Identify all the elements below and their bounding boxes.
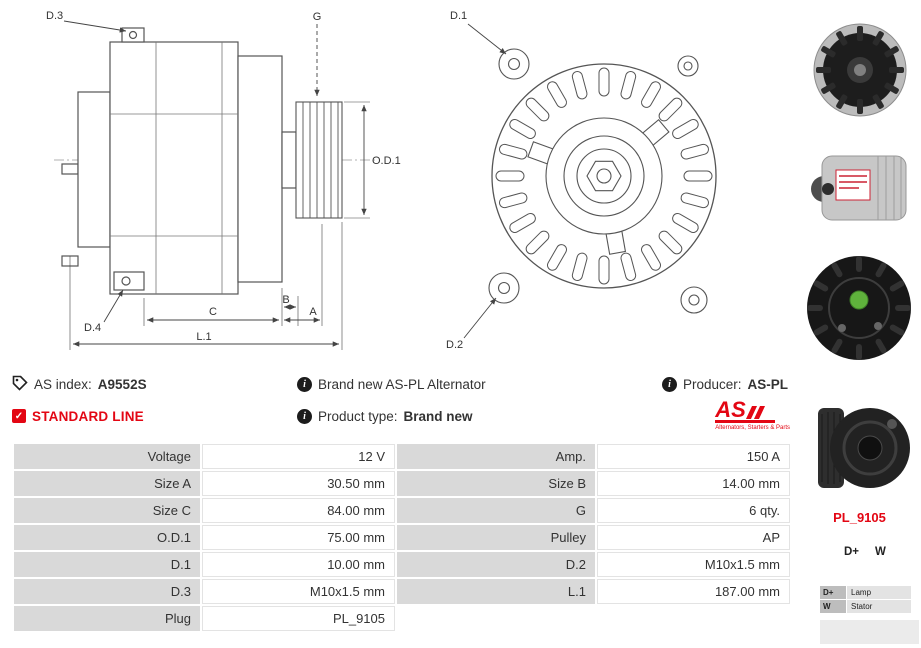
- spec-value: 150 A: [597, 444, 790, 469]
- spec-row: Voltage 12 V Amp. 150 A: [14, 444, 790, 469]
- terminal-legend: D+ Lamp W Stator: [820, 586, 911, 613]
- product-photo-front: [810, 8, 910, 139]
- product-photo-rear: [802, 244, 916, 379]
- info-icon: i: [297, 408, 312, 424]
- spec-label: D.1: [14, 552, 200, 577]
- as-pl-logo-cell: AS Alternators, Starters & Parts: [662, 399, 790, 431]
- spec-label: G: [397, 498, 595, 523]
- spec-value: AP: [597, 525, 790, 550]
- spec-row: O.D.1 75.00 mm Pulley AP: [14, 525, 790, 550]
- product-photo-angled: [808, 390, 912, 511]
- info-icon: i: [662, 376, 677, 392]
- spec-value: 10.00 mm: [202, 552, 395, 577]
- terminal-labels: D+ W: [844, 546, 886, 558]
- side-view-svg: D.3 G O.D.1 D.4 C B A L.1: [46, 10, 401, 350]
- spec-row: D.1 10.00 mm D.2 M10x1.5 mm: [14, 552, 790, 577]
- spec-label: Plug: [14, 606, 200, 631]
- spec-value: 75.00 mm: [202, 525, 395, 550]
- spec-value: 84.00 mm: [202, 498, 395, 523]
- info-icon: i: [297, 376, 312, 392]
- spec-row: Plug PL_9105: [14, 606, 790, 631]
- info-section: AS index: A9552S i Brand new AS-PL Alter…: [12, 374, 790, 431]
- side-view-drawing: D.3 G O.D.1 D.4 C B A L.1: [26, 4, 421, 367]
- spec-value: PL_9105: [202, 606, 395, 631]
- standard-line-label: STANDARD LINE: [32, 408, 144, 424]
- brand-new-text: Brand new AS-PL Alternator: [318, 376, 486, 392]
- legend-term: W: [820, 600, 846, 613]
- spec-label: O.D.1: [14, 525, 200, 550]
- spec-label: Size B: [397, 471, 595, 496]
- dim-label-c: C: [209, 306, 217, 318]
- as-index: AS index: A9552S: [12, 374, 297, 394]
- spec-label: D.3: [14, 579, 200, 604]
- spec-label: Amp.: [397, 444, 595, 469]
- alternator-face: [488, 48, 717, 314]
- legend-desc: Lamp: [847, 586, 911, 599]
- producer-value: AS-PL: [747, 376, 789, 392]
- producer: i Producer: AS-PL: [662, 374, 790, 394]
- as-index-label: AS index:: [34, 376, 92, 392]
- as-index-value: A9552S: [97, 376, 147, 392]
- logo-underline: [715, 420, 776, 423]
- spec-label: Pulley: [397, 525, 595, 550]
- legend-desc: Stator: [847, 600, 911, 613]
- spec-value: 12 V: [202, 444, 395, 469]
- product-type-value: Brand new: [403, 408, 473, 424]
- spec-value: 187.00 mm: [597, 579, 790, 604]
- dimension-lines: [63, 20, 370, 350]
- spec-label: Size A: [14, 471, 200, 496]
- spec-label: D.2: [397, 552, 595, 577]
- product-type-label: Product type:: [318, 408, 398, 424]
- dim-label-g: G: [313, 11, 322, 23]
- spec-label-empty: [397, 606, 595, 631]
- dim-label-l1: L.1: [196, 331, 211, 343]
- dim-label-d4: D.4: [84, 322, 101, 334]
- legend-term: D+: [820, 586, 846, 599]
- dim-label-b: B: [282, 294, 289, 306]
- spec-row: Size C 84.00 mm G 6 qty.: [14, 498, 790, 523]
- brand-new-note: i Brand new AS-PL Alternator: [297, 374, 662, 394]
- product-type: i Product type: Brand new: [297, 406, 662, 426]
- spec-value: 30.50 mm: [202, 471, 395, 496]
- front-view-svg: D.1 D.2: [446, 10, 717, 351]
- dim-label-a: A: [309, 306, 317, 318]
- spec-value: 14.00 mm: [597, 471, 790, 496]
- tag-icon: [12, 375, 28, 394]
- hub-and-spokes: [527, 117, 670, 255]
- spec-value: M10x1.5 mm: [202, 579, 395, 604]
- spec-row: D.3 M10x1.5 mm L.1 187.00 mm: [14, 579, 790, 604]
- product-photo-side: [808, 142, 912, 241]
- legend-continuation: [820, 620, 919, 644]
- dimension-leaders: [463, 23, 507, 339]
- logo-subtext: Alternators, Starters & Parts: [715, 424, 790, 431]
- terminal-w: W: [875, 546, 886, 558]
- producer-label: Producer:: [683, 376, 742, 392]
- spec-value: 6 qty.: [597, 498, 790, 523]
- plug-code: PL_9105: [833, 510, 886, 525]
- dim-label-d2: D.2: [446, 339, 463, 351]
- as-pl-logo: AS Alternators, Starters & Parts: [715, 397, 790, 431]
- spec-value: M10x1.5 mm: [597, 552, 790, 577]
- checkbox-icon: ✓: [12, 409, 26, 423]
- spec-table: Voltage 12 V Amp. 150 A Size A 30.50 mm …: [12, 442, 792, 633]
- spec-label: Voltage: [14, 444, 200, 469]
- front-view-drawing: D.1 D.2: [436, 4, 771, 367]
- body-detail-lines: [110, 42, 238, 294]
- logo-text: AS: [715, 397, 746, 423]
- spec-label: Size C: [14, 498, 200, 523]
- mounting-lugs: [488, 48, 708, 314]
- spec-row: Size A 30.50 mm Size B 14.00 mm: [14, 471, 790, 496]
- dim-label-od1: O.D.1: [372, 155, 401, 167]
- pulley: [295, 101, 343, 219]
- sidebar: PL_9105 D+ W D+ Lamp W Stator: [798, 0, 921, 648]
- spec-label: L.1: [397, 579, 595, 604]
- alternator-body: [61, 27, 297, 295]
- dim-label-d1: D.1: [450, 10, 467, 22]
- spec-value-empty: [597, 606, 790, 631]
- terminal-dplus: D+: [844, 546, 860, 558]
- dim-label-d3: D.3: [46, 10, 63, 22]
- standard-line: ✓ STANDARD LINE: [12, 406, 297, 426]
